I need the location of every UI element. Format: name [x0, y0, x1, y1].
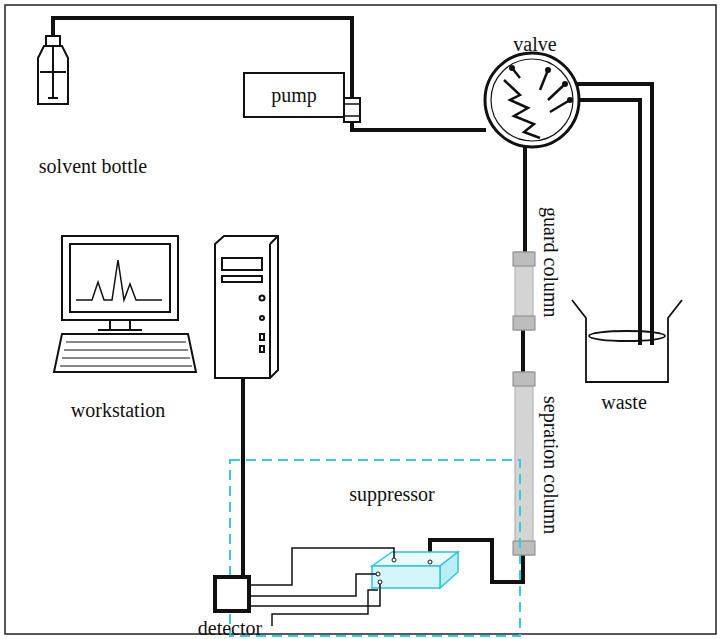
waste-beaker — [572, 300, 682, 382]
column-label: sepration column — [540, 396, 562, 534]
port — [392, 558, 396, 562]
part-label: waste — [601, 391, 647, 413]
node-text: detector — [198, 617, 262, 639]
fitting-ribs — [344, 104, 360, 116]
pump-fitting — [344, 98, 360, 122]
tubing — [53, 18, 652, 582]
node-text: pump — [271, 84, 317, 106]
suppressor-region — [230, 460, 520, 636]
separation-column — [513, 372, 535, 555]
frame — [5, 5, 716, 634]
region-label: suppressor — [349, 483, 435, 505]
part-label: workstation — [71, 399, 165, 421]
part-label: solvent bottle — [39, 155, 147, 177]
computer-monitor — [54, 236, 196, 372]
guard-column — [513, 252, 535, 330]
suppressor-device — [372, 552, 458, 588]
suppressor-wires — [250, 548, 394, 626]
detector-cable — [241, 378, 245, 575]
port — [376, 572, 380, 576]
part-label: valve — [513, 33, 556, 55]
detector-box: detector — [198, 575, 266, 639]
column-label: guard column — [540, 207, 562, 318]
port — [428, 560, 432, 564]
detector-outline — [213, 575, 251, 613]
injection-valve — [485, 53, 579, 147]
computer-tower — [215, 236, 278, 378]
solvent-bottle — [38, 36, 68, 104]
port — [378, 580, 382, 584]
pump-box: pump — [243, 72, 345, 118]
